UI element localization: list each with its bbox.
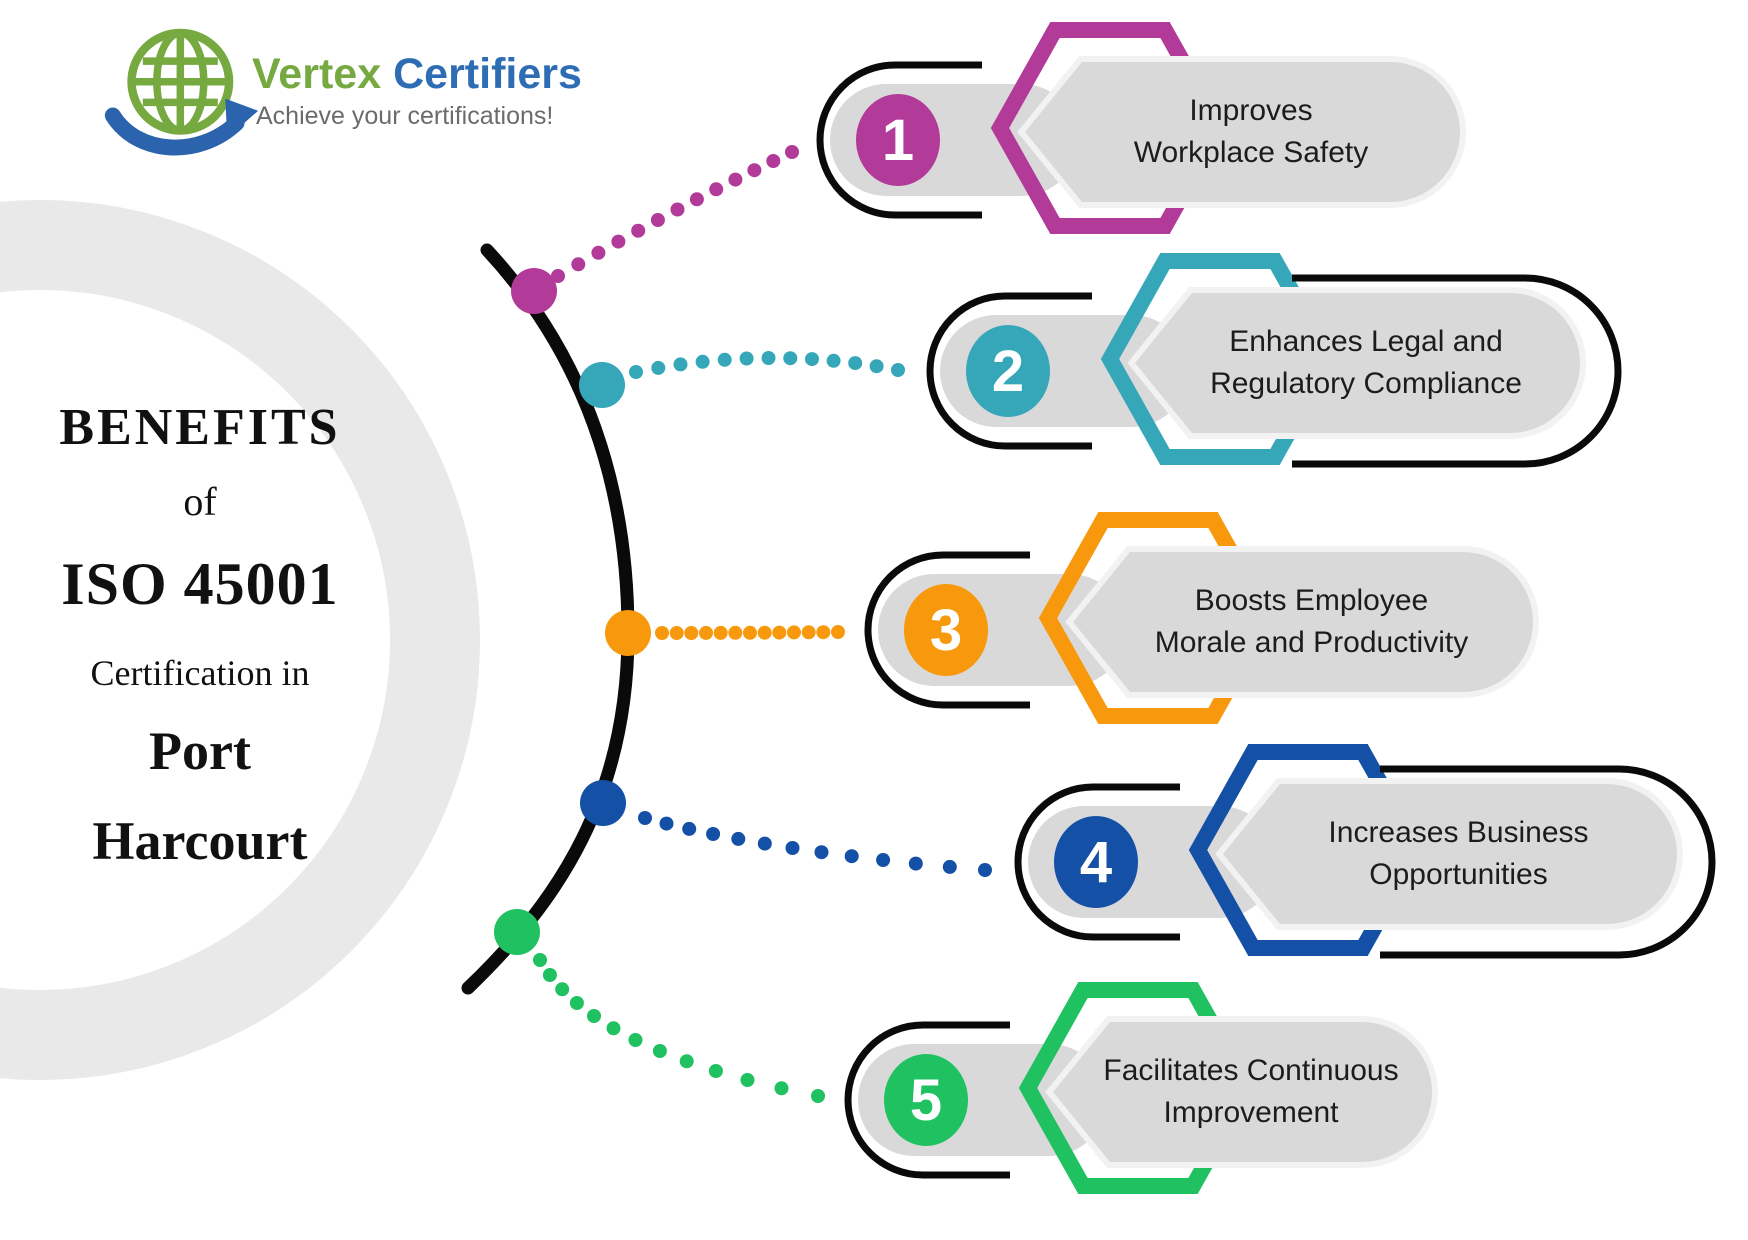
item-label-line1: Improves	[1189, 94, 1313, 127]
label-panel	[1017, 56, 1466, 208]
item-label-line1: Increases Business	[1328, 816, 1589, 849]
arc-node-dot-1	[511, 268, 557, 314]
item-label: Increases Business Opportunities	[1290, 798, 1627, 910]
timeline-arc	[461, 243, 635, 995]
connector-dotted-line-2	[629, 351, 905, 379]
arc-node-dot-5	[494, 909, 540, 955]
connector-dotted-line-1	[551, 145, 799, 283]
label-panel	[1045, 1016, 1438, 1168]
label-panel	[1065, 546, 1539, 698]
arc-node-dot-2	[579, 362, 625, 408]
background-ring	[0, 200, 480, 1080]
connector-dotted-line-4	[638, 811, 992, 877]
item-label: Facilitates Continuous Improvement	[1103, 1036, 1398, 1148]
connector-dotted-line-3	[655, 625, 845, 640]
number-capsule-outline	[844, 1021, 1010, 1179]
arrow-swoosh	[104, 98, 259, 156]
item-label-line1: Boosts Employee	[1194, 584, 1429, 617]
number-capsule-outline	[816, 61, 982, 219]
item-number-badge: 3	[904, 584, 988, 676]
arc-node-dot-3	[605, 610, 651, 656]
item-label-line2: Regulatory Compliance	[1210, 367, 1522, 400]
item-label: Improves Workplace Safety	[1092, 76, 1410, 188]
item-label-line2: Workplace Safety	[1133, 136, 1369, 169]
item-number-badge: 2	[966, 325, 1050, 417]
label-capsule-outline	[1292, 274, 1622, 468]
connector-dotted-line-5	[533, 953, 825, 1103]
item-label-line2: Opportunities	[1369, 858, 1548, 891]
label-panel	[1215, 778, 1683, 930]
logo-brand-primary: Vertex	[252, 50, 382, 98]
item-label: Enhances Legal and Regulatory Compliance	[1202, 307, 1530, 419]
item-number-badge: 4	[1054, 816, 1138, 908]
label-panel	[1127, 287, 1586, 439]
label-capsule-outline	[1380, 765, 1716, 959]
logo-tagline: Achieve your certifications!	[256, 102, 554, 130]
item-label-line1: Facilitates Continuous	[1103, 1054, 1399, 1087]
item-number-badge: 1	[856, 94, 940, 186]
item-label-line1: Enhances Legal and	[1229, 325, 1503, 358]
arc-node-dot-4	[580, 780, 626, 826]
number-capsule-outline	[1014, 783, 1180, 941]
item-label-line2: Improvement	[1163, 1096, 1339, 1129]
item-label: Boosts Employee Morale and Productivity	[1140, 566, 1483, 678]
item-number-badge: 5	[884, 1054, 968, 1146]
logo-brand-secondary: Certifiers	[393, 50, 582, 98]
item-label-line2: Morale and Productivity	[1154, 626, 1469, 659]
globe-arrow-icon	[104, 28, 259, 156]
number-capsule-outline	[864, 551, 1030, 709]
number-capsule-outline	[926, 292, 1092, 450]
